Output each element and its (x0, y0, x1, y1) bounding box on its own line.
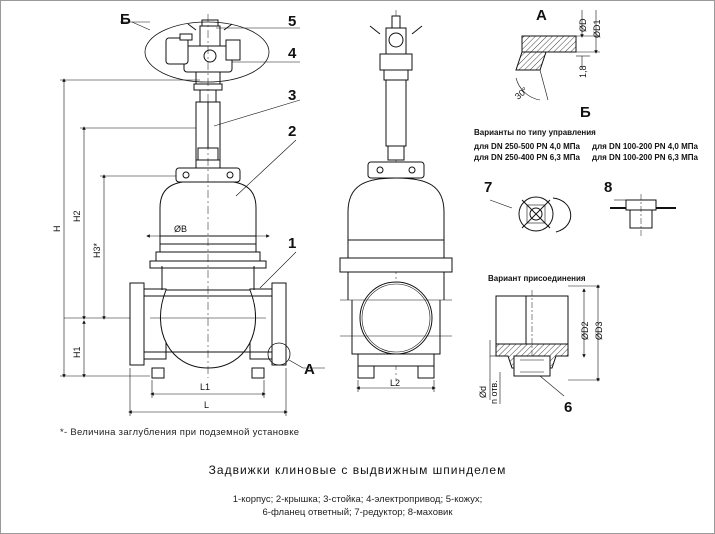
variant-right-2: для DN 100-200 PN 6,3 МПа (592, 153, 699, 162)
flange-left (129, 282, 145, 366)
dim-l2: L2 (390, 378, 400, 388)
dim-h: H (52, 226, 62, 233)
part-3-label: 3 (288, 87, 296, 104)
dim-gap: 1,8 (578, 65, 588, 78)
dim-d2: ØD2 (580, 321, 590, 340)
callout-circle-a (267, 342, 291, 366)
part-5-label: 5 (288, 13, 296, 30)
view-b-title: Б (580, 104, 591, 121)
view-a-title: А (536, 7, 547, 24)
dim-d: ØD (578, 18, 588, 32)
part-4-label: 4 (288, 45, 297, 62)
pipe-section (359, 281, 433, 355)
dim-h1: H1 (72, 346, 82, 358)
front-view (129, 14, 325, 379)
labels: Б 5 4 3 2 1 А А Б 7 8 6 H H2 H3* H1 ØB L… (52, 7, 699, 416)
footnote: *- Величина заглубления при подземной ус… (60, 427, 300, 438)
dim-n-holes: n отв. (489, 380, 499, 404)
dim-l: L (204, 400, 209, 410)
part-8-label: 8 (604, 179, 612, 196)
dim-l1: L1 (200, 382, 210, 392)
callout-ellipse-b (144, 21, 270, 83)
dim-h3: H3* (92, 242, 102, 258)
connection-heading: Вариант присоединения (488, 274, 586, 283)
part-7-label: 7 (484, 179, 492, 196)
variant-left-1: для DN 250-500 PN 4,0 МПа (474, 142, 581, 151)
dim-d3: ØD3 (594, 321, 604, 340)
dim-b: ØB (174, 224, 187, 234)
dim-dd: Ød (478, 386, 488, 398)
callout-a-label: А (304, 361, 315, 378)
part-2-label: 2 (288, 123, 296, 140)
leaders-front (120, 21, 301, 289)
handwheel-7 (489, 196, 572, 233)
connection-variant (489, 284, 600, 404)
dims-front (60, 78, 288, 416)
handwheel-8 (610, 194, 676, 238)
variants-heading: Варианты по типу управления (474, 128, 596, 137)
variant-left-2: для DN 250-400 PN 6,3 МПа (474, 153, 581, 162)
drawing-title: Задвижки клиновые с выдвижным шпинделем (208, 463, 507, 477)
parts-legend-line-1: 1-корпус; 2-крышка; 3-стойка; 4-электроп… (232, 494, 483, 505)
dim-angle: 30° (513, 85, 530, 102)
variant-right-1: для DN 100-200 PN 4,0 МПа (592, 142, 699, 151)
detail-a (515, 10, 600, 101)
dim-h2: H2 (72, 210, 82, 222)
dim-d1: ØD1 (592, 19, 602, 38)
part-1-label: 1 (288, 235, 296, 252)
flange-right (271, 282, 287, 366)
side-view (339, 10, 453, 392)
parts-legend-line-2: 6-фланец ответный; 7-редуктор; 8-маховик (262, 507, 453, 518)
part-6-label: 6 (564, 399, 572, 416)
callout-b-label: Б (120, 11, 131, 28)
